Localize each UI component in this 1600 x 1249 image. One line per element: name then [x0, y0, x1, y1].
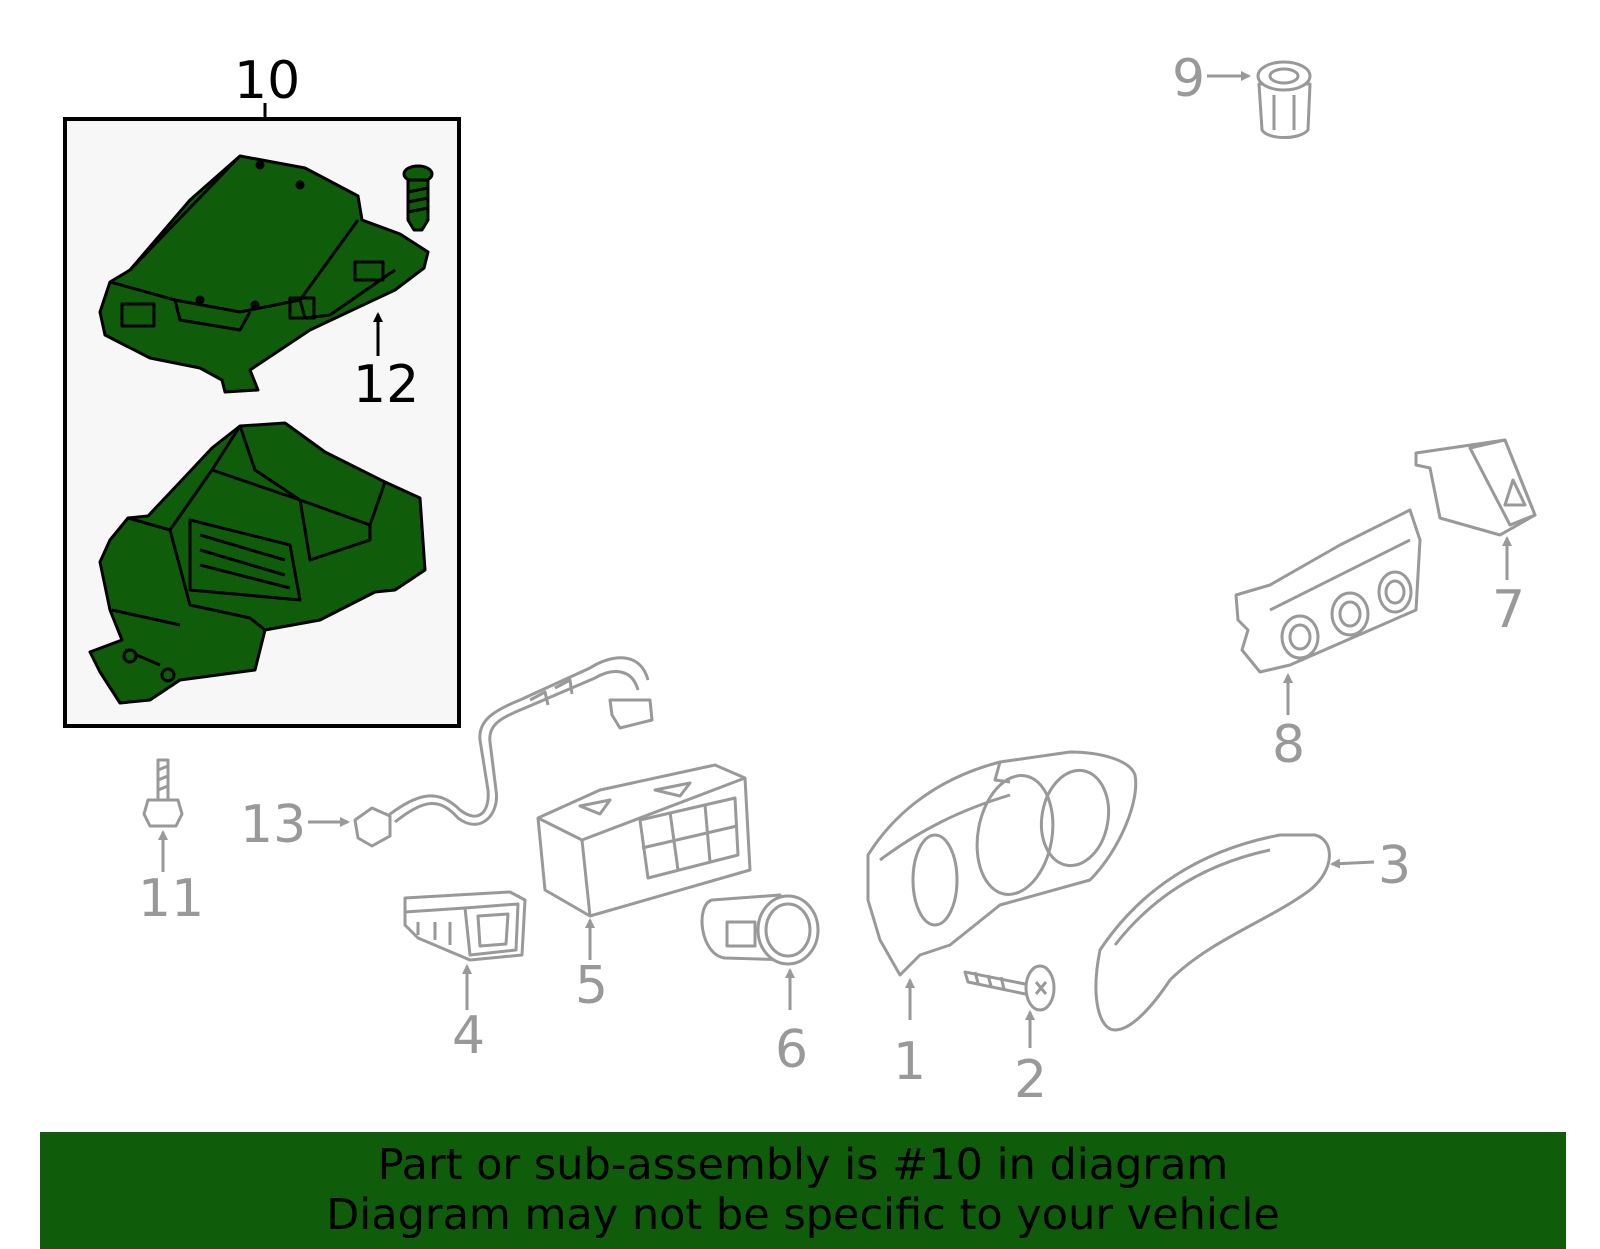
- part-13-wire-harness[interactable]: [353, 656, 654, 848]
- callout-5: 5: [575, 956, 608, 1016]
- part-3-cluster-lens[interactable]: [1094, 833, 1331, 1032]
- callout-3: 3: [1378, 836, 1411, 896]
- callout-2: 2: [1014, 1050, 1047, 1110]
- callout-10: 10: [234, 51, 300, 111]
- callout-4: 4: [452, 1006, 485, 1066]
- banner-line-2: Diagram may not be specific to your vehi…: [326, 1190, 1280, 1240]
- part-12-module-cover[interactable]: [98, 154, 430, 394]
- part-10-module-base[interactable]: [88, 421, 427, 705]
- part-11-bolt[interactable]: [142, 758, 184, 828]
- callout-6: 6: [775, 1020, 808, 1080]
- module-screw[interactable]: [402, 164, 434, 232]
- part-8-climate-panel[interactable]: [1234, 508, 1422, 674]
- info-banner: Part or sub-assembly is #10 in diagram D…: [40, 1132, 1566, 1249]
- callout-13: 13: [240, 795, 306, 855]
- callout-1: 1: [893, 1032, 926, 1092]
- part-1-instrument-cluster[interactable]: [866, 750, 1138, 977]
- part-6-start-switch[interactable]: [700, 893, 820, 966]
- banner-line-1: Part or sub-assembly is #10 in diagram: [377, 1140, 1229, 1190]
- arrow-3: [1330, 858, 1375, 869]
- part-4-switch[interactable]: [403, 890, 527, 962]
- callout-8: 8: [1272, 715, 1305, 775]
- part-9-knob[interactable]: [1256, 60, 1312, 139]
- part-2-screw[interactable]: [963, 964, 1056, 1012]
- callout-11: 11: [138, 869, 204, 929]
- callout-12: 12: [353, 355, 419, 415]
- part-7-hazard-switch[interactable]: [1414, 438, 1537, 537]
- callout-9: 9: [1172, 49, 1205, 109]
- part-5-switch-panel[interactable]: [536, 763, 752, 918]
- callout-7: 7: [1492, 580, 1525, 640]
